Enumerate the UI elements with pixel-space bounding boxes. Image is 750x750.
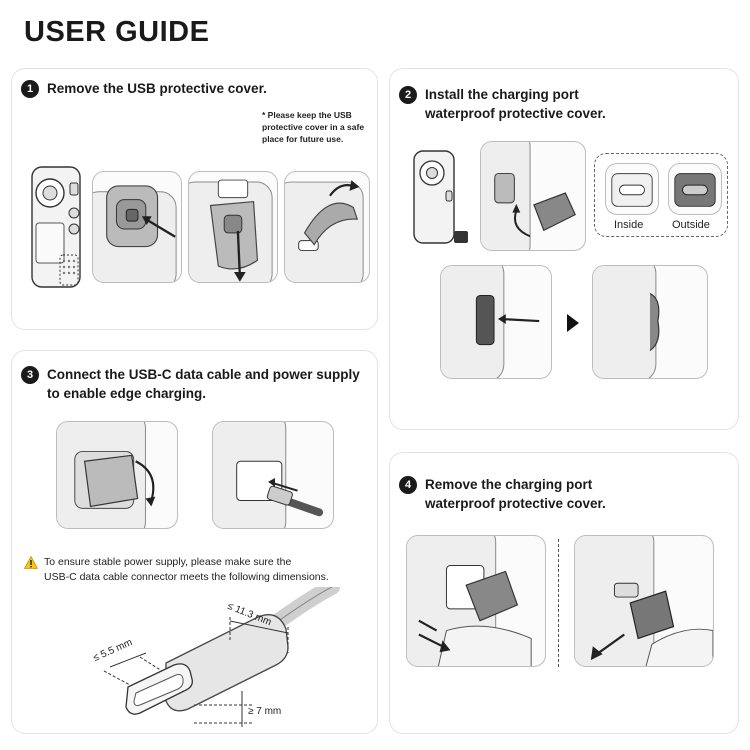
dimension-height-label: ≥ 7 mm: [248, 706, 282, 717]
step-2-text-line-2: waterproof protective cover.: [425, 106, 606, 121]
step-3-panel: 3 Connect the USB-C data cable and power…: [11, 350, 378, 734]
cover-inside-image: [605, 163, 659, 215]
step-4-panel: 4 Remove the charging port waterproof pr…: [389, 452, 739, 734]
step-3-text-line-1: Connect the USB-C data cable and power s…: [47, 367, 360, 382]
step-1-text: Remove the USB protective cover.: [47, 81, 267, 96]
step-2-heading: 2 Install the charging port waterproof p…: [399, 85, 606, 123]
step-4-text-line-1: Remove the charging port: [425, 477, 593, 492]
warning-message: To ensure stable power supply, please ma…: [24, 555, 374, 585]
step-1-heading: 1 Remove the USB protective cover.: [21, 79, 267, 98]
warning-line-1: To ensure stable power supply, please ma…: [44, 556, 292, 568]
step-3-image-1: [56, 421, 178, 529]
step-1-image-3: [284, 171, 370, 283]
step-1-note-line-3: place for future use.: [262, 134, 344, 144]
step-3-number: 3: [21, 366, 39, 384]
warning-line-2: USB-C data cable connector meets the fol…: [44, 571, 329, 583]
step-3-heading: 3 Connect the USB-C data cable and power…: [21, 365, 360, 403]
step-2-image-3: [592, 265, 708, 379]
step-1-panel: 1 Remove the USB protective cover. * Ple…: [11, 68, 378, 330]
outside-caption: Outside: [672, 219, 710, 231]
play-arrow-icon: [566, 313, 580, 333]
step-2-number: 2: [399, 86, 417, 104]
step-1-image-1: [92, 171, 182, 283]
step-4-image-2: [574, 535, 714, 667]
step-1-note-line-2: protective cover in a safe: [262, 122, 365, 132]
warning-triangle-icon: [24, 556, 38, 569]
step-2-image-1: [480, 141, 586, 251]
step-1-note: * Please keep the USB protective cover i…: [262, 109, 374, 145]
step-2-panel: 2 Install the charging port waterproof p…: [389, 68, 739, 430]
cover-outside-image: [668, 163, 722, 215]
inside-caption: Inside: [614, 219, 644, 231]
step-1-image-2: [188, 171, 278, 283]
camera-side-illustration: [26, 163, 86, 291]
step-1-number: 1: [21, 80, 39, 98]
step-4-number: 4: [399, 476, 417, 494]
step-4-text-line-2: waterproof protective cover.: [425, 496, 606, 511]
step-3-text-line-2: to enable edge charging.: [47, 386, 207, 401]
usb-c-connector-drawing: [82, 587, 372, 727]
divider: [558, 539, 559, 667]
step-4-image-1: [406, 535, 546, 667]
step-2-text-line-1: Install the charging port: [425, 87, 579, 102]
page-title: USER GUIDE: [24, 16, 210, 48]
step-3-image-2: [212, 421, 334, 529]
inside-outside-callout: [594, 153, 728, 237]
step-4-heading: 4 Remove the charging port waterproof pr…: [399, 475, 606, 513]
step-1-note-line-1: * Please keep the USB: [262, 110, 352, 120]
step-2-image-2: [440, 265, 552, 379]
camera-front-illustration: [408, 147, 474, 251]
